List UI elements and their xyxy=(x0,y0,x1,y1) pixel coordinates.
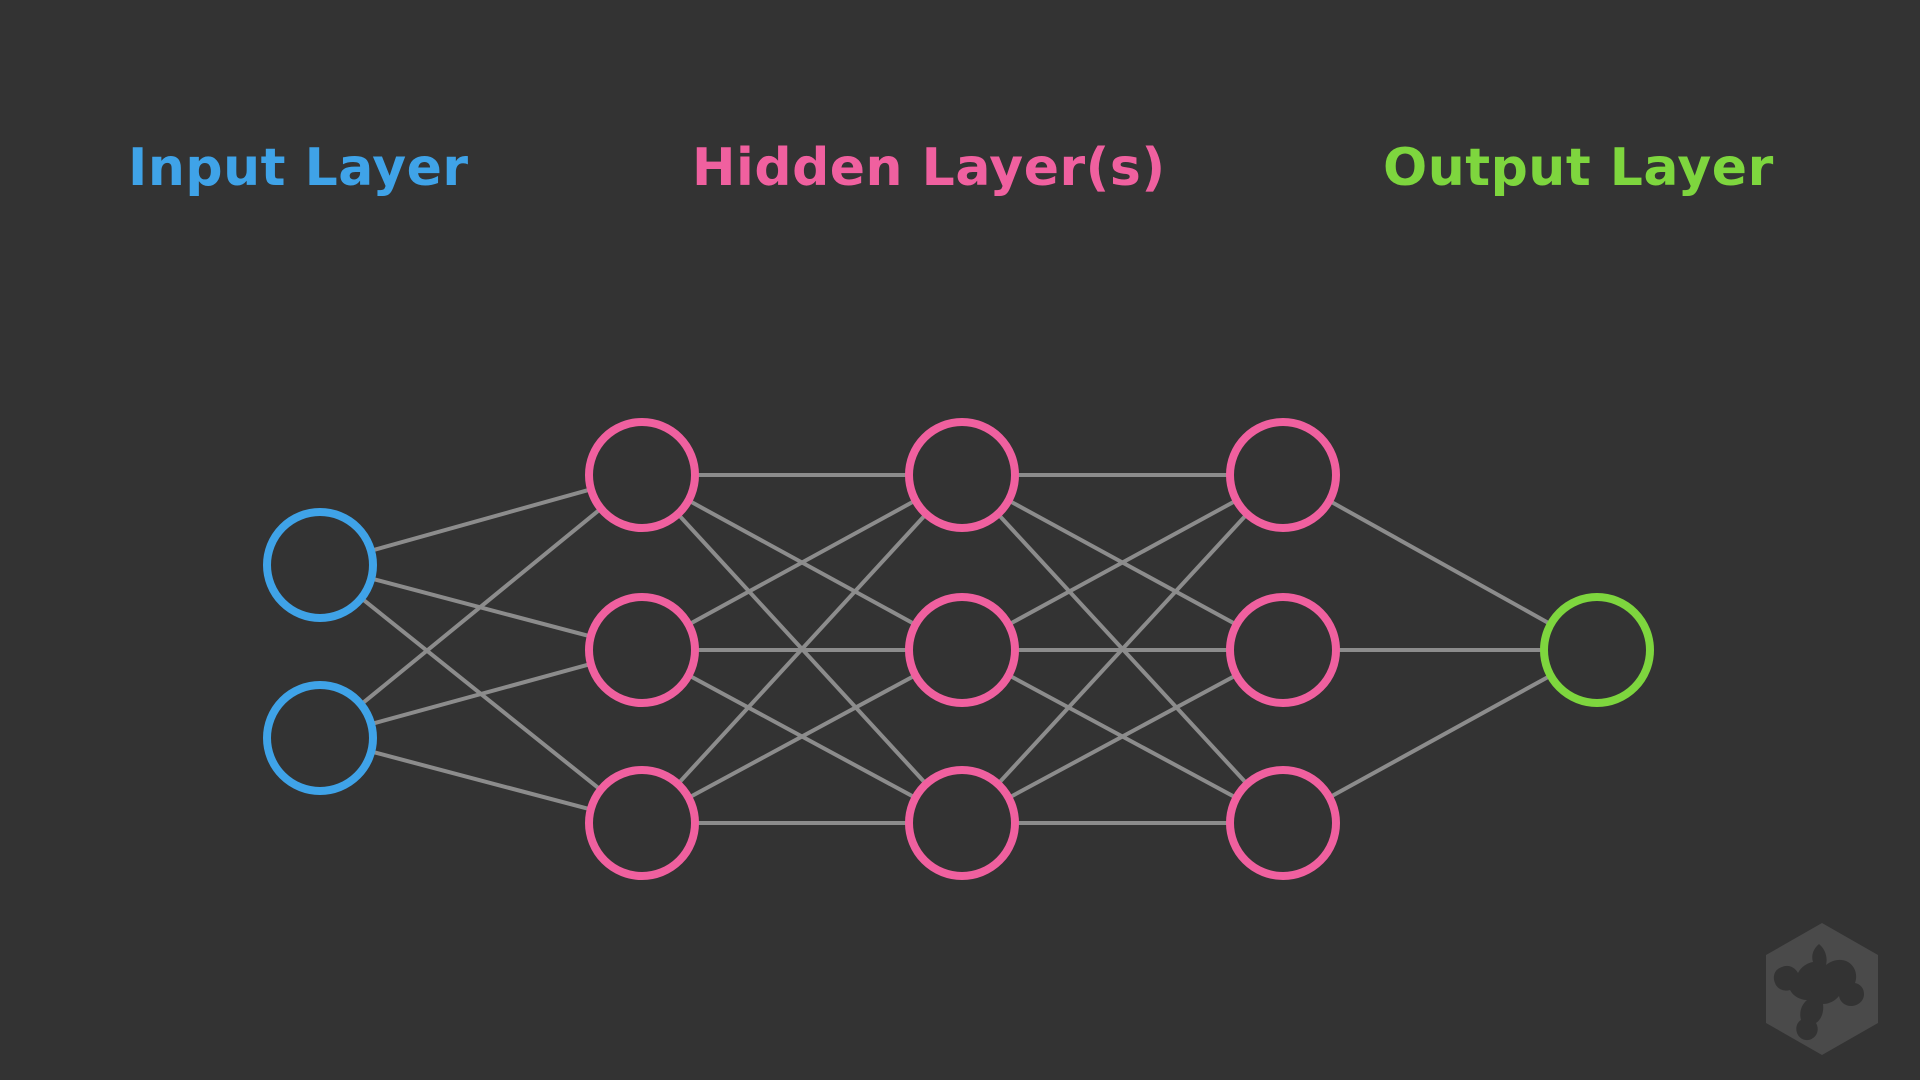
edge xyxy=(1006,673,1239,800)
edge xyxy=(1327,498,1553,627)
node-hidden-h1_1 xyxy=(585,418,699,532)
node-hidden-h3_3 xyxy=(1226,766,1340,880)
edge xyxy=(675,512,929,786)
node-hidden-h1_2 xyxy=(585,593,699,707)
edge xyxy=(369,749,593,812)
node-hidden-h3_2 xyxy=(1226,593,1340,707)
node-input-i1 xyxy=(263,508,377,622)
nodes-group xyxy=(263,418,1654,880)
edge xyxy=(369,487,593,553)
node-hidden-h3_1 xyxy=(1226,418,1340,532)
node-hidden-h1_3 xyxy=(585,766,699,880)
edge xyxy=(359,506,603,707)
edge xyxy=(1006,498,1239,627)
edge xyxy=(686,673,918,800)
node-input-i2 xyxy=(263,681,377,795)
treehouse-logo-icon xyxy=(1766,923,1878,1055)
edge xyxy=(995,511,1250,787)
edge xyxy=(369,661,593,727)
node-hidden-h2_1 xyxy=(905,418,1019,532)
node-output-o1 xyxy=(1540,593,1654,707)
edge xyxy=(1327,673,1553,800)
node-hidden-h2_3 xyxy=(905,766,1019,880)
edges-group xyxy=(359,473,1553,825)
node-hidden-h2_2 xyxy=(905,593,1019,707)
edge xyxy=(686,498,918,627)
